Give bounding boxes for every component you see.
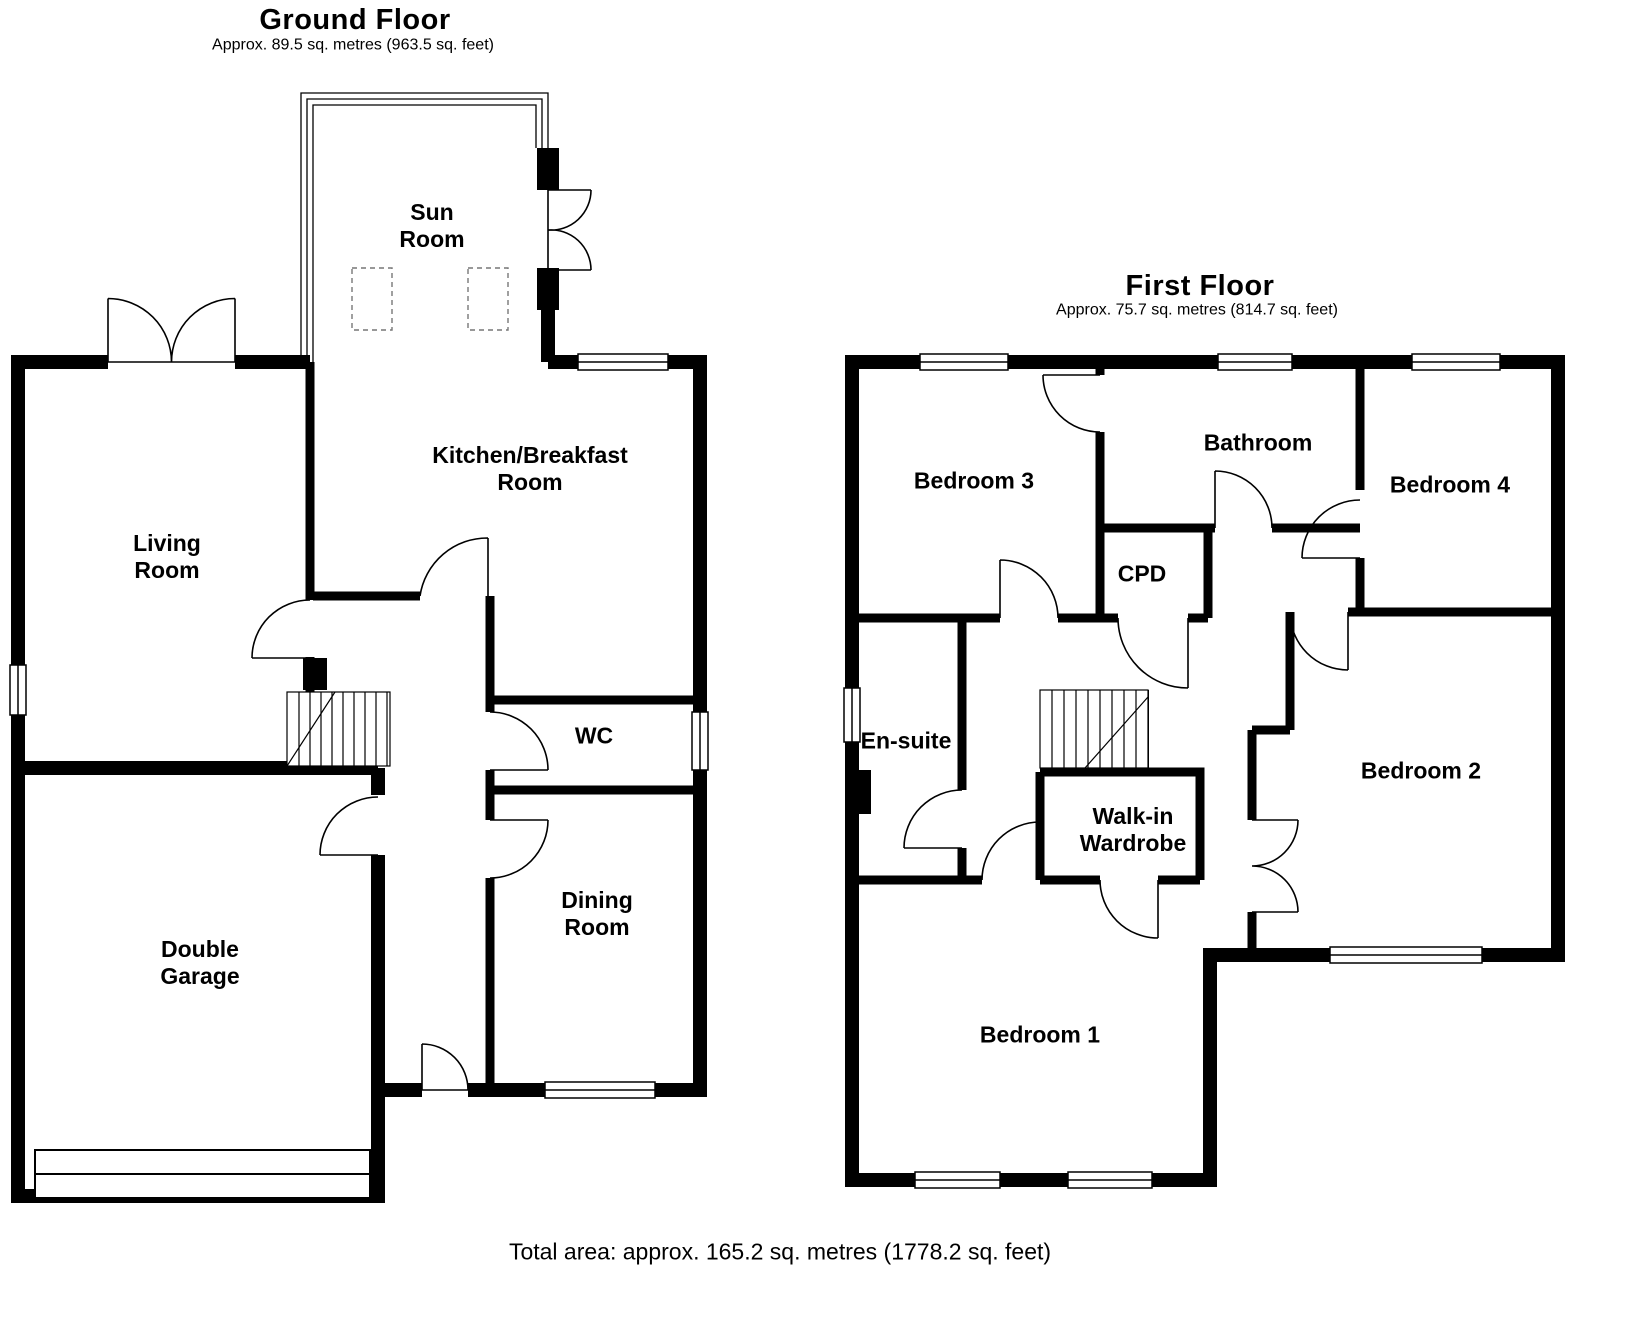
sun-room-rooflights bbox=[351, 267, 509, 331]
first-stairs bbox=[1039, 689, 1149, 769]
room-label-ensuite: En-suite bbox=[860, 727, 952, 754]
first-doors bbox=[903, 374, 1361, 939]
bedroom1-door bbox=[981, 821, 1041, 881]
first-floor-area: Approx. 75.7 sq. metres (814.7 sq. feet) bbox=[1056, 301, 1338, 319]
bathroom-window bbox=[1217, 353, 1293, 371]
bedroom1-window-right bbox=[1067, 1171, 1153, 1189]
bedroom4-door bbox=[1301, 499, 1361, 559]
wc-door bbox=[489, 711, 549, 771]
room-label-bedroom4: Bedroom 4 bbox=[1389, 471, 1511, 498]
bedroom2-double-doors bbox=[1251, 819, 1299, 913]
room-label-bedroom3: Bedroom 3 bbox=[913, 467, 1035, 494]
room-label-kitchen: Kitchen/Breakfast Room bbox=[432, 441, 628, 495]
dining-door bbox=[489, 819, 549, 879]
ground-stairs bbox=[286, 691, 391, 767]
living-room-window bbox=[9, 664, 27, 716]
living-room-door bbox=[251, 599, 311, 659]
room-label-cpd: CPD bbox=[1117, 560, 1167, 587]
room-label-sun-room: Sun Room bbox=[399, 198, 465, 252]
first-wall-blocks bbox=[845, 770, 871, 814]
ground-floor-area: Approx. 89.5 sq. metres (963.5 sq. feet) bbox=[212, 36, 494, 54]
room-label-living: Living Room bbox=[133, 529, 201, 583]
cpd-door bbox=[1117, 617, 1189, 689]
first-floor-title: First Floor bbox=[1125, 269, 1275, 302]
ensuite-door bbox=[903, 789, 963, 849]
bedroom3-window bbox=[919, 353, 1009, 371]
back-door bbox=[421, 1043, 469, 1091]
ground-floor-plan bbox=[9, 92, 709, 1203]
wc-window bbox=[691, 711, 709, 771]
first-exterior-walls bbox=[845, 355, 1565, 1187]
garage-door-internal bbox=[319, 796, 379, 856]
wardrobe-door bbox=[1099, 879, 1159, 939]
ground-doors bbox=[107, 189, 592, 1091]
room-label-dining: Dining Room bbox=[561, 886, 633, 940]
room-label-bedroom1: Bedroom 1 bbox=[979, 1021, 1101, 1048]
bedroom1-window-left bbox=[914, 1171, 1001, 1189]
room-label-garage: Double Garage bbox=[160, 935, 240, 989]
garage-door bbox=[34, 1149, 371, 1199]
bedroom4-window bbox=[1411, 353, 1501, 371]
ground-wall-blocks bbox=[303, 148, 559, 690]
ground-windows bbox=[9, 353, 709, 1199]
bedroom3-landing-door bbox=[999, 559, 1059, 619]
room-label-bedroom2: Bedroom 2 bbox=[1360, 757, 1482, 784]
first-floor-plan bbox=[843, 353, 1565, 1189]
dining-window bbox=[544, 1081, 656, 1099]
bedroom2-window bbox=[1329, 946, 1483, 964]
ensuite-window bbox=[843, 687, 861, 743]
room-label-wardrobe: Walk-in Wardrobe bbox=[1079, 802, 1187, 856]
french-doors-living bbox=[107, 297, 236, 363]
room-label-wc: WC bbox=[574, 722, 614, 749]
sun-room-glazing bbox=[300, 92, 549, 362]
ground-floor-title: Ground Floor bbox=[259, 3, 451, 36]
sun-room-doors bbox=[547, 189, 592, 271]
room-label-bathroom: Bathroom bbox=[1203, 429, 1313, 456]
bedroom3-top-door bbox=[1042, 374, 1101, 433]
total-area-text: Total area: approx. 165.2 sq. metres (17… bbox=[508, 1238, 1052, 1265]
kitchen-window bbox=[577, 353, 669, 371]
first-windows bbox=[843, 353, 1501, 1189]
bedroom2-door bbox=[1289, 611, 1349, 671]
kitchen-door bbox=[419, 537, 489, 597]
bathroom-door bbox=[1214, 470, 1273, 529]
